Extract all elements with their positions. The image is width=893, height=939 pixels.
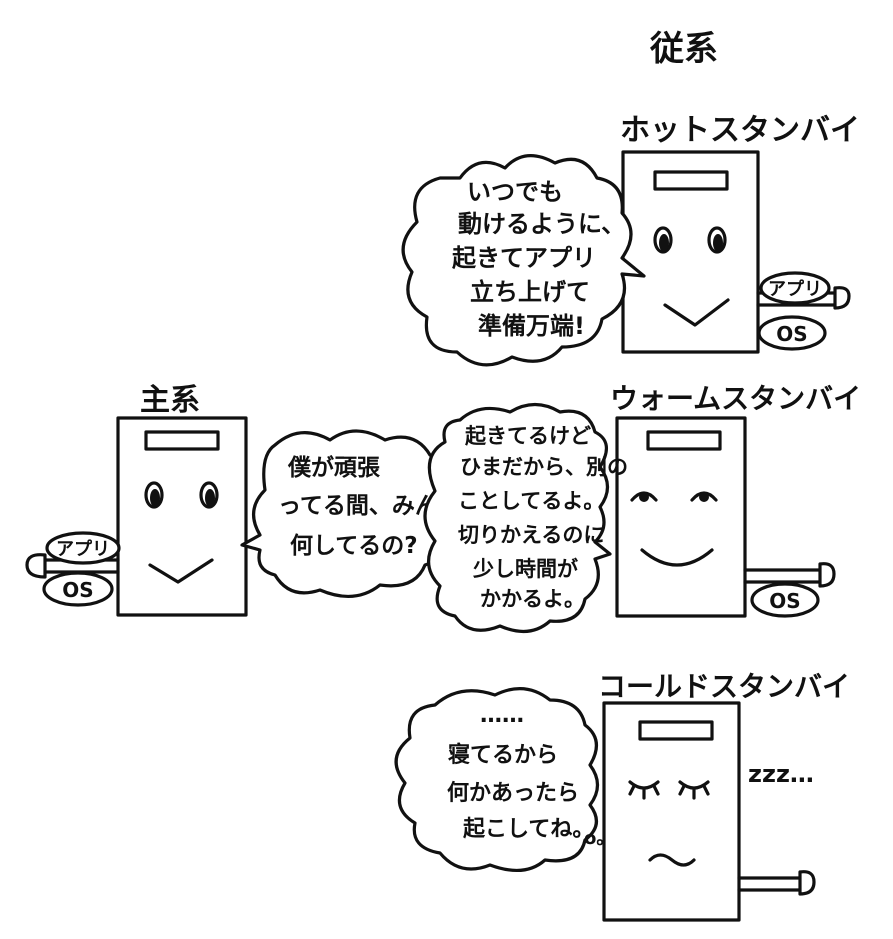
warm-server-eyes (630, 491, 718, 502)
hot-standby-title: ホットスタンバイ (620, 113, 860, 148)
primary-server-slot (144, 430, 220, 451)
warm-server-hand (818, 562, 836, 588)
primary-app-badge (45, 531, 121, 565)
primary-server-mouth (148, 558, 214, 584)
hot-speech-bubble (401, 154, 646, 367)
warm-standby-group: ウォームスタンバイ OS 起きてるけど ひまだから、別の ことしてるよ。 切りか… (423, 382, 861, 633)
primary-group: 主系 アプリ OS 僕が頑張 ってる間、みんな 何してるの? (25, 383, 461, 617)
hot-os-badge-label: OS (776, 322, 807, 346)
cold-server-slot (638, 720, 714, 741)
cold-server-mouth (648, 853, 696, 867)
hot-app-badge (759, 271, 831, 305)
cold-speech-bubble (394, 687, 600, 872)
cold-speech-text: …… 寝てるから 何かあったら 起こしてね。 (447, 703, 594, 842)
primary-title: 主系 (140, 383, 200, 418)
primary-server-body (116, 416, 248, 617)
hot-server-hand (833, 286, 851, 310)
warm-speech-text: 起きてるけど ひまだから、別の ことしてるよ。 切りかえるのに 少し時間が かか… (458, 424, 635, 611)
primary-server-hand (25, 553, 47, 579)
hot-os-badge (757, 315, 827, 351)
primary-os-badge-label: OS (62, 578, 93, 602)
hot-server-eyes (653, 226, 727, 254)
warm-os-badge (750, 582, 820, 618)
cold-sleep-text: zzz… (748, 760, 814, 788)
warm-os-badge-label: OS (769, 589, 800, 613)
hot-server-mouth (663, 298, 730, 327)
hot-standby-group: ホットスタンバイ アプリ OS いつでも 動けるように、 起きてアプリ 立ち上げ… (401, 113, 860, 367)
warm-speech-bubble (423, 402, 612, 633)
primary-server-eyes (144, 481, 219, 509)
primary-app-badge-label: アプリ (56, 538, 110, 560)
cold-server-eyes (628, 780, 710, 800)
warm-standby-title: ウォームスタンバイ (610, 382, 861, 415)
primary-speech-bubble (240, 429, 453, 599)
warm-server-body (615, 416, 747, 618)
cold-server-hand (798, 870, 816, 896)
warm-server-slot (646, 430, 722, 451)
warm-server-arm (743, 568, 827, 584)
warm-server-mouth (640, 548, 714, 567)
cold-thought-dots: o。 (584, 828, 614, 849)
secondary-heading: 従系 (649, 29, 718, 69)
hot-server-slot (653, 170, 729, 191)
cold-standby-group: コールドスタンバイ zzz… …… 寝てるから 何かあったら 起こしてね。 o。 (394, 670, 850, 922)
cold-server-arm (737, 876, 807, 892)
cold-standby-title: コールドスタンバイ (598, 670, 850, 703)
hot-app-badge-label: アプリ (768, 278, 822, 300)
hot-speech-text: いつでも 動けるように、 起きてアプリ 立ち上げて 準備万端! (451, 178, 634, 340)
primary-os-badge (42, 571, 114, 607)
